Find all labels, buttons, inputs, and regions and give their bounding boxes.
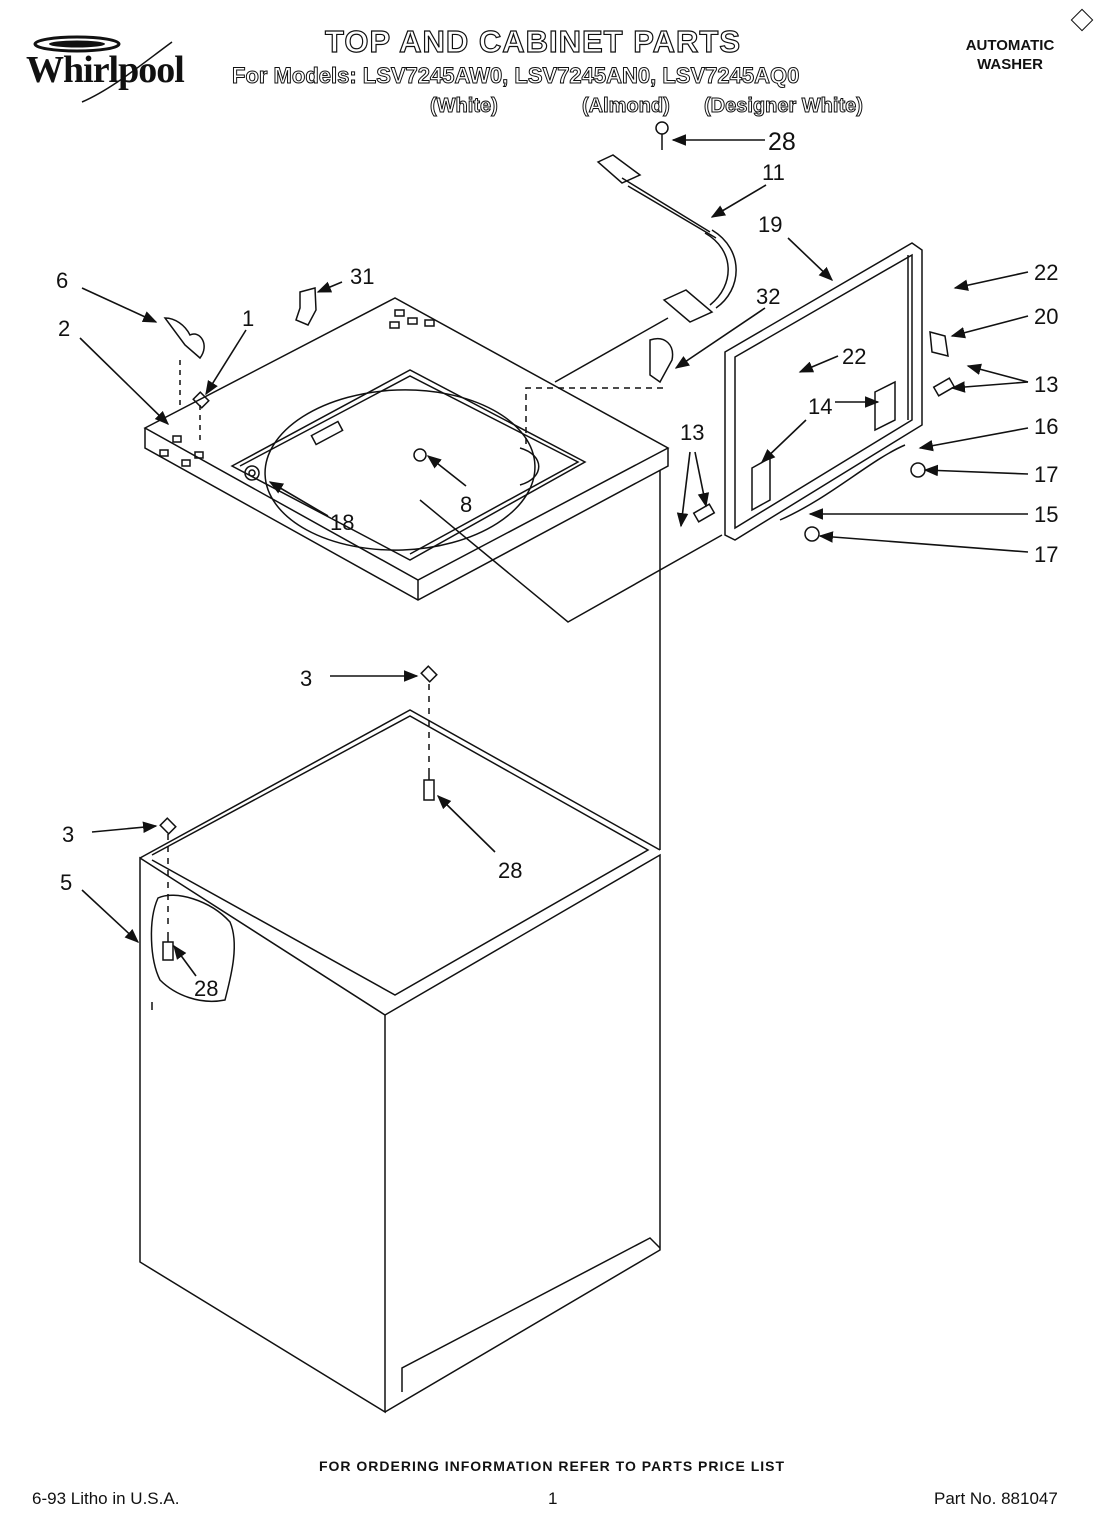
callout-14: 14 bbox=[808, 394, 832, 419]
callout-22-left: 22 bbox=[842, 344, 866, 369]
callout-17-lower: 17 bbox=[1034, 542, 1058, 567]
callout-11: 11 bbox=[762, 160, 785, 185]
callout-17-upper: 17 bbox=[1034, 462, 1058, 487]
screw-28-cabinet-low bbox=[162, 932, 174, 961]
callout-3-lower: 3 bbox=[62, 822, 74, 847]
callout-15: 15 bbox=[1034, 502, 1058, 527]
hose-15 bbox=[779, 444, 906, 521]
callout-28-mid: 28 bbox=[498, 858, 522, 883]
fitting-13-lower bbox=[692, 503, 716, 523]
top-panel bbox=[143, 297, 670, 601]
cabinet bbox=[139, 470, 661, 1414]
callout-18: 18 bbox=[330, 510, 354, 535]
callout-31: 31 bbox=[350, 264, 374, 289]
callout-8: 8 bbox=[460, 492, 472, 517]
callout-13-right: 13 bbox=[1034, 372, 1058, 397]
clip-6 bbox=[163, 317, 205, 360]
logo-swoosh-icon bbox=[33, 35, 173, 103]
bracket-dashed-guide bbox=[525, 387, 663, 445]
models-line: For Models: LSV7245AW0, LSV7245AN0, LSV7… bbox=[231, 63, 800, 89]
bracket-32 bbox=[649, 338, 674, 384]
callout-13-left: 13 bbox=[680, 420, 704, 445]
product-type-line-1: AUTOMATIC bbox=[965, 37, 1055, 54]
color-white: (White) bbox=[430, 95, 499, 118]
ordering-note: FOR ORDERING INFORMATION REFER TO PARTS … bbox=[318, 1458, 786, 1474]
callout-2: 2 bbox=[58, 316, 70, 341]
callout-6: 6 bbox=[56, 268, 68, 293]
color-designer-white: (Designer White) bbox=[704, 95, 864, 118]
console-link-line-2 bbox=[419, 499, 723, 623]
callout-19: 19 bbox=[758, 212, 782, 237]
product-type: AUTOMATIC WASHER bbox=[950, 36, 1070, 74]
switch-14-upper bbox=[874, 380, 896, 432]
screw-28-cabinet bbox=[423, 768, 435, 801]
screw-28-top bbox=[655, 121, 669, 150]
product-type-line-2: WASHER bbox=[977, 56, 1043, 73]
switch-20 bbox=[929, 330, 949, 358]
console-back-panel bbox=[724, 242, 923, 541]
clip-31 bbox=[295, 287, 317, 326]
switch-14-lower bbox=[751, 456, 771, 512]
leader-arrows bbox=[79, 134, 1029, 977]
callout-1: 1 bbox=[242, 306, 254, 331]
knob-17-upper bbox=[910, 462, 926, 478]
callout-3-upper: 3 bbox=[300, 666, 312, 691]
wire-harness bbox=[596, 154, 737, 323]
callout-22-right: 22 bbox=[1034, 260, 1058, 285]
callout-5: 5 bbox=[60, 870, 72, 895]
color-almond: (Almond) bbox=[582, 95, 671, 118]
page-number: 1 bbox=[548, 1489, 558, 1508]
callout-28-top: 28 bbox=[768, 128, 796, 156]
brand-name: Whirlpool bbox=[26, 49, 185, 91]
clip-3-upper bbox=[420, 665, 438, 683]
clip-3-lower bbox=[159, 817, 177, 835]
callout-28-low: 28 bbox=[194, 976, 218, 1001]
clip-1 bbox=[192, 391, 210, 409]
part-number: Part No. 881047 bbox=[934, 1489, 1058, 1508]
callout-20: 20 bbox=[1034, 304, 1058, 329]
console-link-line bbox=[554, 317, 669, 383]
callout-32: 32 bbox=[756, 284, 780, 309]
callout-16: 16 bbox=[1034, 414, 1058, 439]
litho-note: 6-93 Litho in U.S.A. bbox=[32, 1489, 180, 1508]
whirlpool-logo: Whirlpool bbox=[22, 34, 218, 104]
page-title: TOP AND CABINET PARTS bbox=[324, 23, 741, 59]
knob-17-lower bbox=[804, 526, 820, 542]
fitting-13-upper bbox=[932, 377, 956, 397]
